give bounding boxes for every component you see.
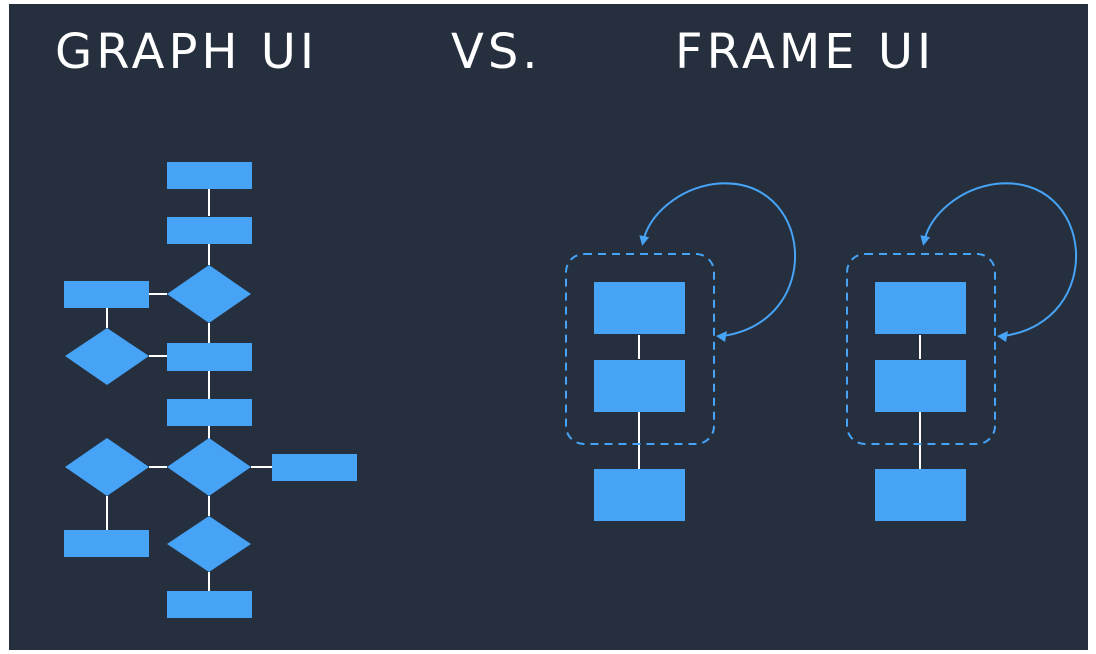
graph-node-rect: [64, 281, 149, 308]
frame-node: [875, 360, 966, 412]
loop-arrow: [639, 182, 797, 337]
graph-node-rect: [167, 591, 252, 618]
diagram-graphic: [64, 162, 1078, 618]
loop-arrow-tail-head: [997, 331, 1008, 342]
versus-heading: VS.: [451, 24, 542, 80]
graph-node-diamond: [167, 265, 251, 323]
graph-node-rect: [64, 530, 149, 557]
graph-node-rect: [167, 399, 252, 426]
frame-node: [875, 469, 966, 521]
frame-node: [594, 282, 685, 334]
graph-node-diamond: [167, 516, 251, 572]
graph-node-rect: [167, 162, 252, 189]
frame-node: [594, 360, 685, 412]
frame-stack-left: [565, 182, 797, 521]
frame-loop-outline: [846, 253, 996, 445]
graph-node-rect: [167, 343, 252, 371]
graph-node-diamond: [65, 438, 149, 496]
frame-loop-outline: [565, 253, 715, 445]
diagram-canvas: GRAPH UI VS. FRAME UI: [9, 4, 1088, 650]
frame-ui-heading: FRAME UI: [675, 24, 936, 80]
graph-ui-heading: GRAPH UI: [55, 24, 319, 80]
graph-connectors: [106, 189, 272, 591]
frame-node: [594, 469, 685, 521]
frame-node: [875, 282, 966, 334]
graph-node-rect: [167, 217, 252, 244]
loop-arrow: [920, 182, 1078, 337]
graph-node-rect: [272, 454, 357, 481]
loop-arrow-tail-head: [716, 331, 727, 342]
frame-stack-right: [846, 182, 1078, 521]
graph-node-diamond: [167, 438, 251, 496]
graph-node-diamond: [65, 328, 149, 385]
